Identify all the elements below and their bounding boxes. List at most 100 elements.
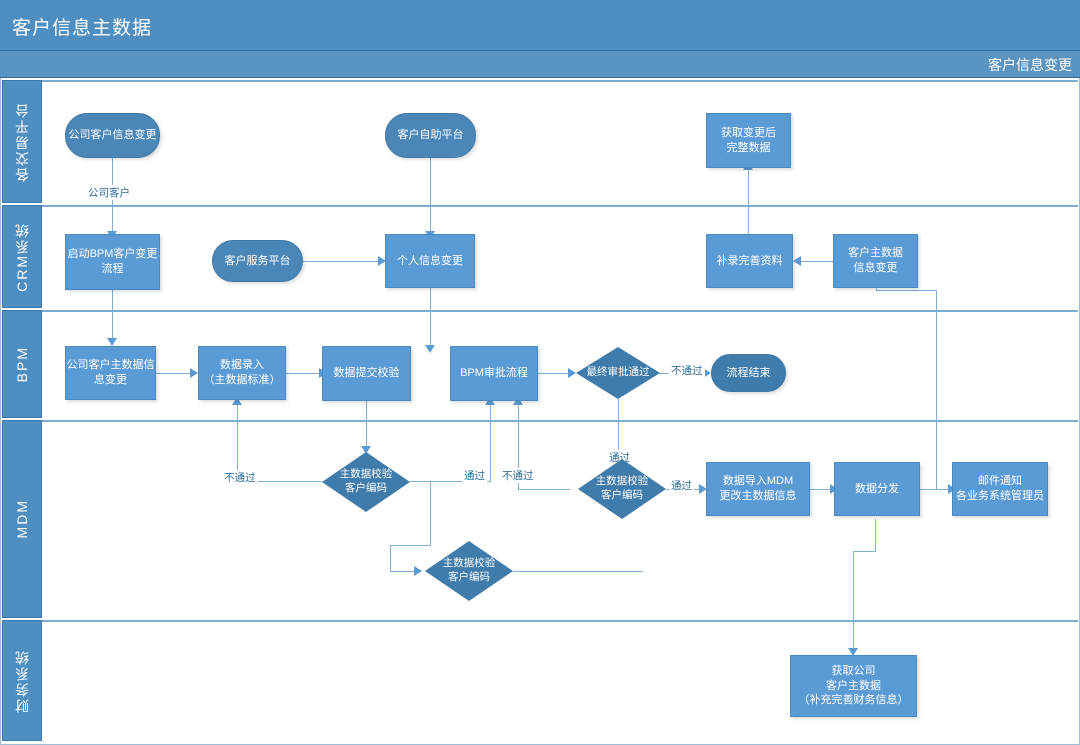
node-data-distribute[interactable]: 数据分发: [834, 462, 920, 516]
node-cust-master-info-change[interactable]: 客户主数据 信息变更: [833, 234, 918, 288]
lane-label-crm-text: CRM系统: [14, 221, 30, 292]
node-import-mdm[interactable]: 数据导入MDM 更改主数据信息: [706, 462, 810, 516]
edge-check1-fail-v: [237, 404, 238, 482]
edge-distribute-to-fin-v2: [853, 551, 854, 651]
edge-personal-down-arrow: [425, 345, 435, 353]
node-data-distribute-label: 数据分发: [855, 482, 899, 495]
lane-label-trade-text: 各交易平台: [14, 101, 30, 182]
edge-distribute-to-fin-v1: [875, 519, 876, 551]
node-personal-info-change-label: 个人信息变更: [397, 254, 463, 267]
lane-body-mdm: [42, 420, 1078, 618]
lane-label-crm: CRM系统: [2, 205, 42, 308]
edge-personal-down: [430, 288, 431, 348]
diagram-title-bar: 客户信息主数据: [0, 0, 1080, 50]
edge-label-fail-2: 不通过: [669, 363, 705, 378]
node-final-approval-label: 最终审批通过: [586, 366, 650, 379]
edge-approval-to-final-arrow: [568, 368, 576, 378]
edge-check1-fail-arrow: [232, 397, 242, 405]
edge-label-pass-1: 通过: [462, 468, 487, 483]
edge-supplement-to-getdata: [748, 168, 749, 234]
edge-check3-out-h: [513, 571, 643, 572]
edge-to-check3-arrow: [414, 566, 422, 576]
node-start-bpm-change-flow[interactable]: 启动BPM客户变更 流程: [65, 234, 160, 290]
phase-label: 客户信息变更: [988, 57, 1072, 73]
edge-mdm-to-crm-v: [936, 290, 937, 490]
node-supplement-data-label: 补录完善资料: [716, 254, 783, 267]
edge-custmaster-to-supplement: [795, 261, 833, 262]
node-bpm-approval-flow[interactable]: BPM审批流程: [450, 346, 538, 401]
edge-custsvc-to-personal: [302, 261, 380, 262]
edge-check1-pass-v: [490, 404, 491, 482]
phase-bar: 客户信息变更: [0, 50, 1080, 78]
edge-entry-to-submit: [286, 373, 322, 374]
node-cust-service-platform-label: 客户服务平台: [224, 254, 291, 267]
lane-body-trade: [42, 80, 1078, 203]
node-mail-notify-label: 邮件通知 各业务系统管理员: [956, 475, 1044, 502]
node-cust-self-platform[interactable]: 客户自助平台: [385, 113, 476, 158]
node-supplement-data[interactable]: 补录完善资料: [706, 234, 793, 288]
edge-check2-pass-arrow: [699, 484, 707, 494]
edge-corpmaster-to-entry: [156, 373, 193, 374]
node-personal-info-change[interactable]: 个人信息变更: [385, 234, 475, 288]
edge-distribute-to-fin-h: [853, 551, 876, 552]
edge-distribute-to-fin-arrow: [848, 648, 858, 656]
node-flow-end-label: 流程结束: [726, 366, 771, 379]
lane-body-finance: [42, 620, 1078, 741]
node-data-submit-check[interactable]: 数据提交校验: [322, 346, 411, 401]
node-corp-cust-info-change[interactable]: 公司客户信息变更: [65, 113, 160, 158]
node-cust-self-platform-label: 客户自助平台: [397, 129, 464, 142]
page-title: 客户信息主数据: [12, 18, 153, 39]
edge-to-check3-v1: [430, 481, 431, 545]
node-flow-end[interactable]: 流程结束: [711, 354, 786, 392]
edge-mdm-to-crm-h-top: [876, 290, 937, 291]
node-get-changed-full-data-label: 获取变更后 完整数据: [721, 126, 776, 154]
edge-to-check3-v2: [390, 545, 391, 571]
node-import-mdm-label: 数据导入MDM 更改主数据信息: [719, 475, 797, 502]
lane-label-mdm: MDM: [2, 420, 42, 618]
node-data-entry[interactable]: 数据录入 （主数据标准）: [198, 346, 286, 400]
edge-selfsvc-to-personal: [430, 158, 431, 234]
node-data-entry-label: 数据录入 （主数据标准）: [203, 359, 281, 386]
lane-label-bpm-text: BPM: [14, 345, 30, 383]
edge-mdm-to-crm-h-bot: [920, 489, 937, 490]
node-md-check-code-3-label: 主数据校验 客户编码: [442, 557, 496, 583]
node-data-submit-check-label: 数据提交校验: [333, 367, 400, 380]
edge-check1-fail-h: [237, 481, 322, 482]
node-corp-master-info-change[interactable]: 公司客户主数据信 息变更: [65, 346, 156, 400]
node-get-changed-full-data[interactable]: 获取变更后 完整数据: [706, 113, 791, 168]
node-md-check-code-1[interactable]: 主数据校验 客户编码: [322, 452, 410, 512]
node-md-check-code-3[interactable]: 主数据校验 客户编码: [425, 541, 513, 601]
edge-bpmstart-to-corpmaster-arrow: [107, 338, 117, 346]
node-final-approval[interactable]: 最终审批通过: [576, 347, 660, 399]
edge-check2-fail-h: [518, 489, 570, 490]
node-md-check-code-1-label: 主数据校验 客户编码: [339, 468, 393, 494]
lane-label-finance-text: 财务系统: [14, 648, 30, 713]
edge-import-to-distribute: [810, 489, 834, 490]
node-cust-master-info-change-label: 客户主数据 信息变更: [848, 247, 903, 274]
edge-label-corp-customer: 公司客户: [86, 185, 132, 200]
node-md-check-code-2[interactable]: 主数据校验 客户编码: [578, 459, 666, 519]
lane-body-crm: [42, 205, 1078, 308]
edge-check1-pass-arrow: [485, 397, 495, 405]
edge-label-fail-1: 不通过: [222, 470, 258, 485]
edge-to-check3-h2: [390, 571, 418, 572]
node-corp-cust-info-change-label: 公司客户信息变更: [68, 129, 157, 142]
node-start-bpm-change-flow-label: 启动BPM客户变更 流程: [67, 248, 158, 275]
lane-label-finance: 财务系统: [2, 620, 42, 741]
lane-label-mdm-text: MDM: [14, 499, 30, 539]
edge-check2-fail-arrow: [513, 397, 523, 405]
lane-label-trade: 各交易平台: [2, 80, 42, 203]
edge-label-fail-3: 不通过: [500, 468, 536, 483]
edge-to-check3-h: [390, 545, 431, 546]
node-mail-notify[interactable]: 邮件通知 各业务系统管理员: [952, 462, 1048, 516]
node-get-corp-master-fin[interactable]: 获取公司 客户主数据 （补充完善财务信息）: [790, 655, 917, 717]
edge-check1-pass-h: [410, 481, 490, 482]
edge-final-fail-arrow: [703, 368, 711, 378]
lane-label-bpm: BPM: [2, 310, 42, 418]
edge-approval-to-final: [538, 373, 572, 374]
node-cust-service-platform[interactable]: 客户服务平台: [212, 240, 303, 282]
edge-check2-fail-v: [518, 404, 519, 490]
edge-custsvc-to-personal-arrow: [378, 256, 386, 266]
edge-bpmstart-to-corpmaster: [112, 290, 113, 342]
